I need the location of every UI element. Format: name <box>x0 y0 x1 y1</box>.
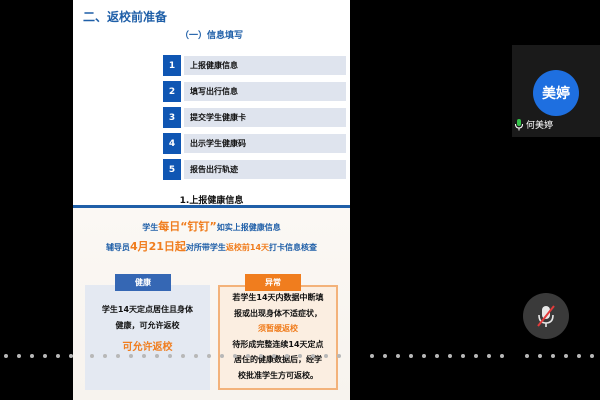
progress-dot <box>233 354 237 358</box>
progress-dot <box>194 354 198 358</box>
progress-dot <box>383 354 387 358</box>
progress-dot <box>285 354 289 358</box>
progress-dot <box>4 354 8 358</box>
step-label: 填写出行信息 <box>184 82 346 101</box>
avatar: 美婷 <box>533 70 579 116</box>
mic-off-icon <box>537 305 555 327</box>
progress-dot <box>577 354 581 358</box>
progress-dot <box>43 354 47 358</box>
progress-dot <box>298 354 302 358</box>
progress-dot <box>246 354 250 358</box>
progress-dot <box>435 354 439 358</box>
progress-dot <box>487 354 491 358</box>
progress-dot <box>448 354 452 358</box>
section-title: 二、返校前准备 <box>83 10 168 24</box>
healthy-tab: 健康 <box>115 274 171 291</box>
progress-dot <box>30 354 34 358</box>
step-number: 1 <box>163 55 181 76</box>
progress-dot <box>461 354 465 358</box>
daily-report-line: 学生每日“钉钉”如实上报健康信息 <box>142 220 281 233</box>
progress-dot <box>272 354 276 358</box>
progress-dot <box>56 354 60 358</box>
progress-dot <box>538 354 542 358</box>
progress-dot <box>259 354 263 358</box>
mic-icon <box>515 118 523 130</box>
step-label: 出示学生健康码 <box>184 134 346 153</box>
detail-title: 1.上报健康信息 <box>179 196 244 206</box>
progress-dot <box>207 354 211 358</box>
progress-dot <box>551 354 555 358</box>
progress-dot <box>370 354 374 358</box>
progress-dot <box>69 354 73 358</box>
progress-dot <box>409 354 413 358</box>
progress-dot <box>220 354 224 358</box>
progress-dot <box>474 354 478 358</box>
progress-dot <box>103 354 107 358</box>
sub-title: （一）信息填写 <box>179 31 243 41</box>
participant-label: 何美婷 <box>514 118 600 131</box>
abnormal-text: 若学生14天内数据中断填 报或出现身体不适症状， 须暂缓返校 待形成完整连续14… <box>232 293 324 380</box>
step-label: 报告出行轨迹 <box>184 160 346 179</box>
participant-name: 何美婷 <box>526 121 554 131</box>
slide-progress-dots <box>0 352 600 362</box>
progress-dot <box>590 354 594 358</box>
progress-dot <box>168 354 172 358</box>
step-number: 5 <box>163 159 181 180</box>
progress-dot <box>324 354 328 358</box>
step-number: 4 <box>163 133 181 154</box>
step-label: 提交学生健康卡 <box>184 108 346 127</box>
step-number: 2 <box>163 81 181 102</box>
mute-toggle-button[interactable] <box>523 293 569 339</box>
progress-dot <box>142 354 146 358</box>
progress-dot <box>525 354 529 358</box>
progress-dot <box>181 354 185 358</box>
step-label: 上报健康信息 <box>184 56 346 75</box>
progress-dot <box>337 354 341 358</box>
healthy-text: 学生14天定点居住且身体 健康，可允许返校 <box>101 305 194 330</box>
progress-dot <box>500 354 504 358</box>
abnormal-tab: 异常 <box>245 274 301 291</box>
counselor-check-line: 辅导员4月21日起对所带学生返校前14天打卡信息核查 <box>105 240 318 253</box>
healthy-card <box>85 285 210 390</box>
progress-dot <box>311 354 315 358</box>
progress-dot <box>90 354 94 358</box>
progress-dot <box>129 354 133 358</box>
step-number: 3 <box>163 107 181 128</box>
progress-dot <box>155 354 159 358</box>
progress-dot <box>396 354 400 358</box>
progress-dot <box>17 354 21 358</box>
healthy-result: 可允许返校 <box>122 342 173 353</box>
progress-dot <box>564 354 568 358</box>
progress-dot <box>116 354 120 358</box>
divider <box>73 205 350 208</box>
progress-dot <box>422 354 426 358</box>
